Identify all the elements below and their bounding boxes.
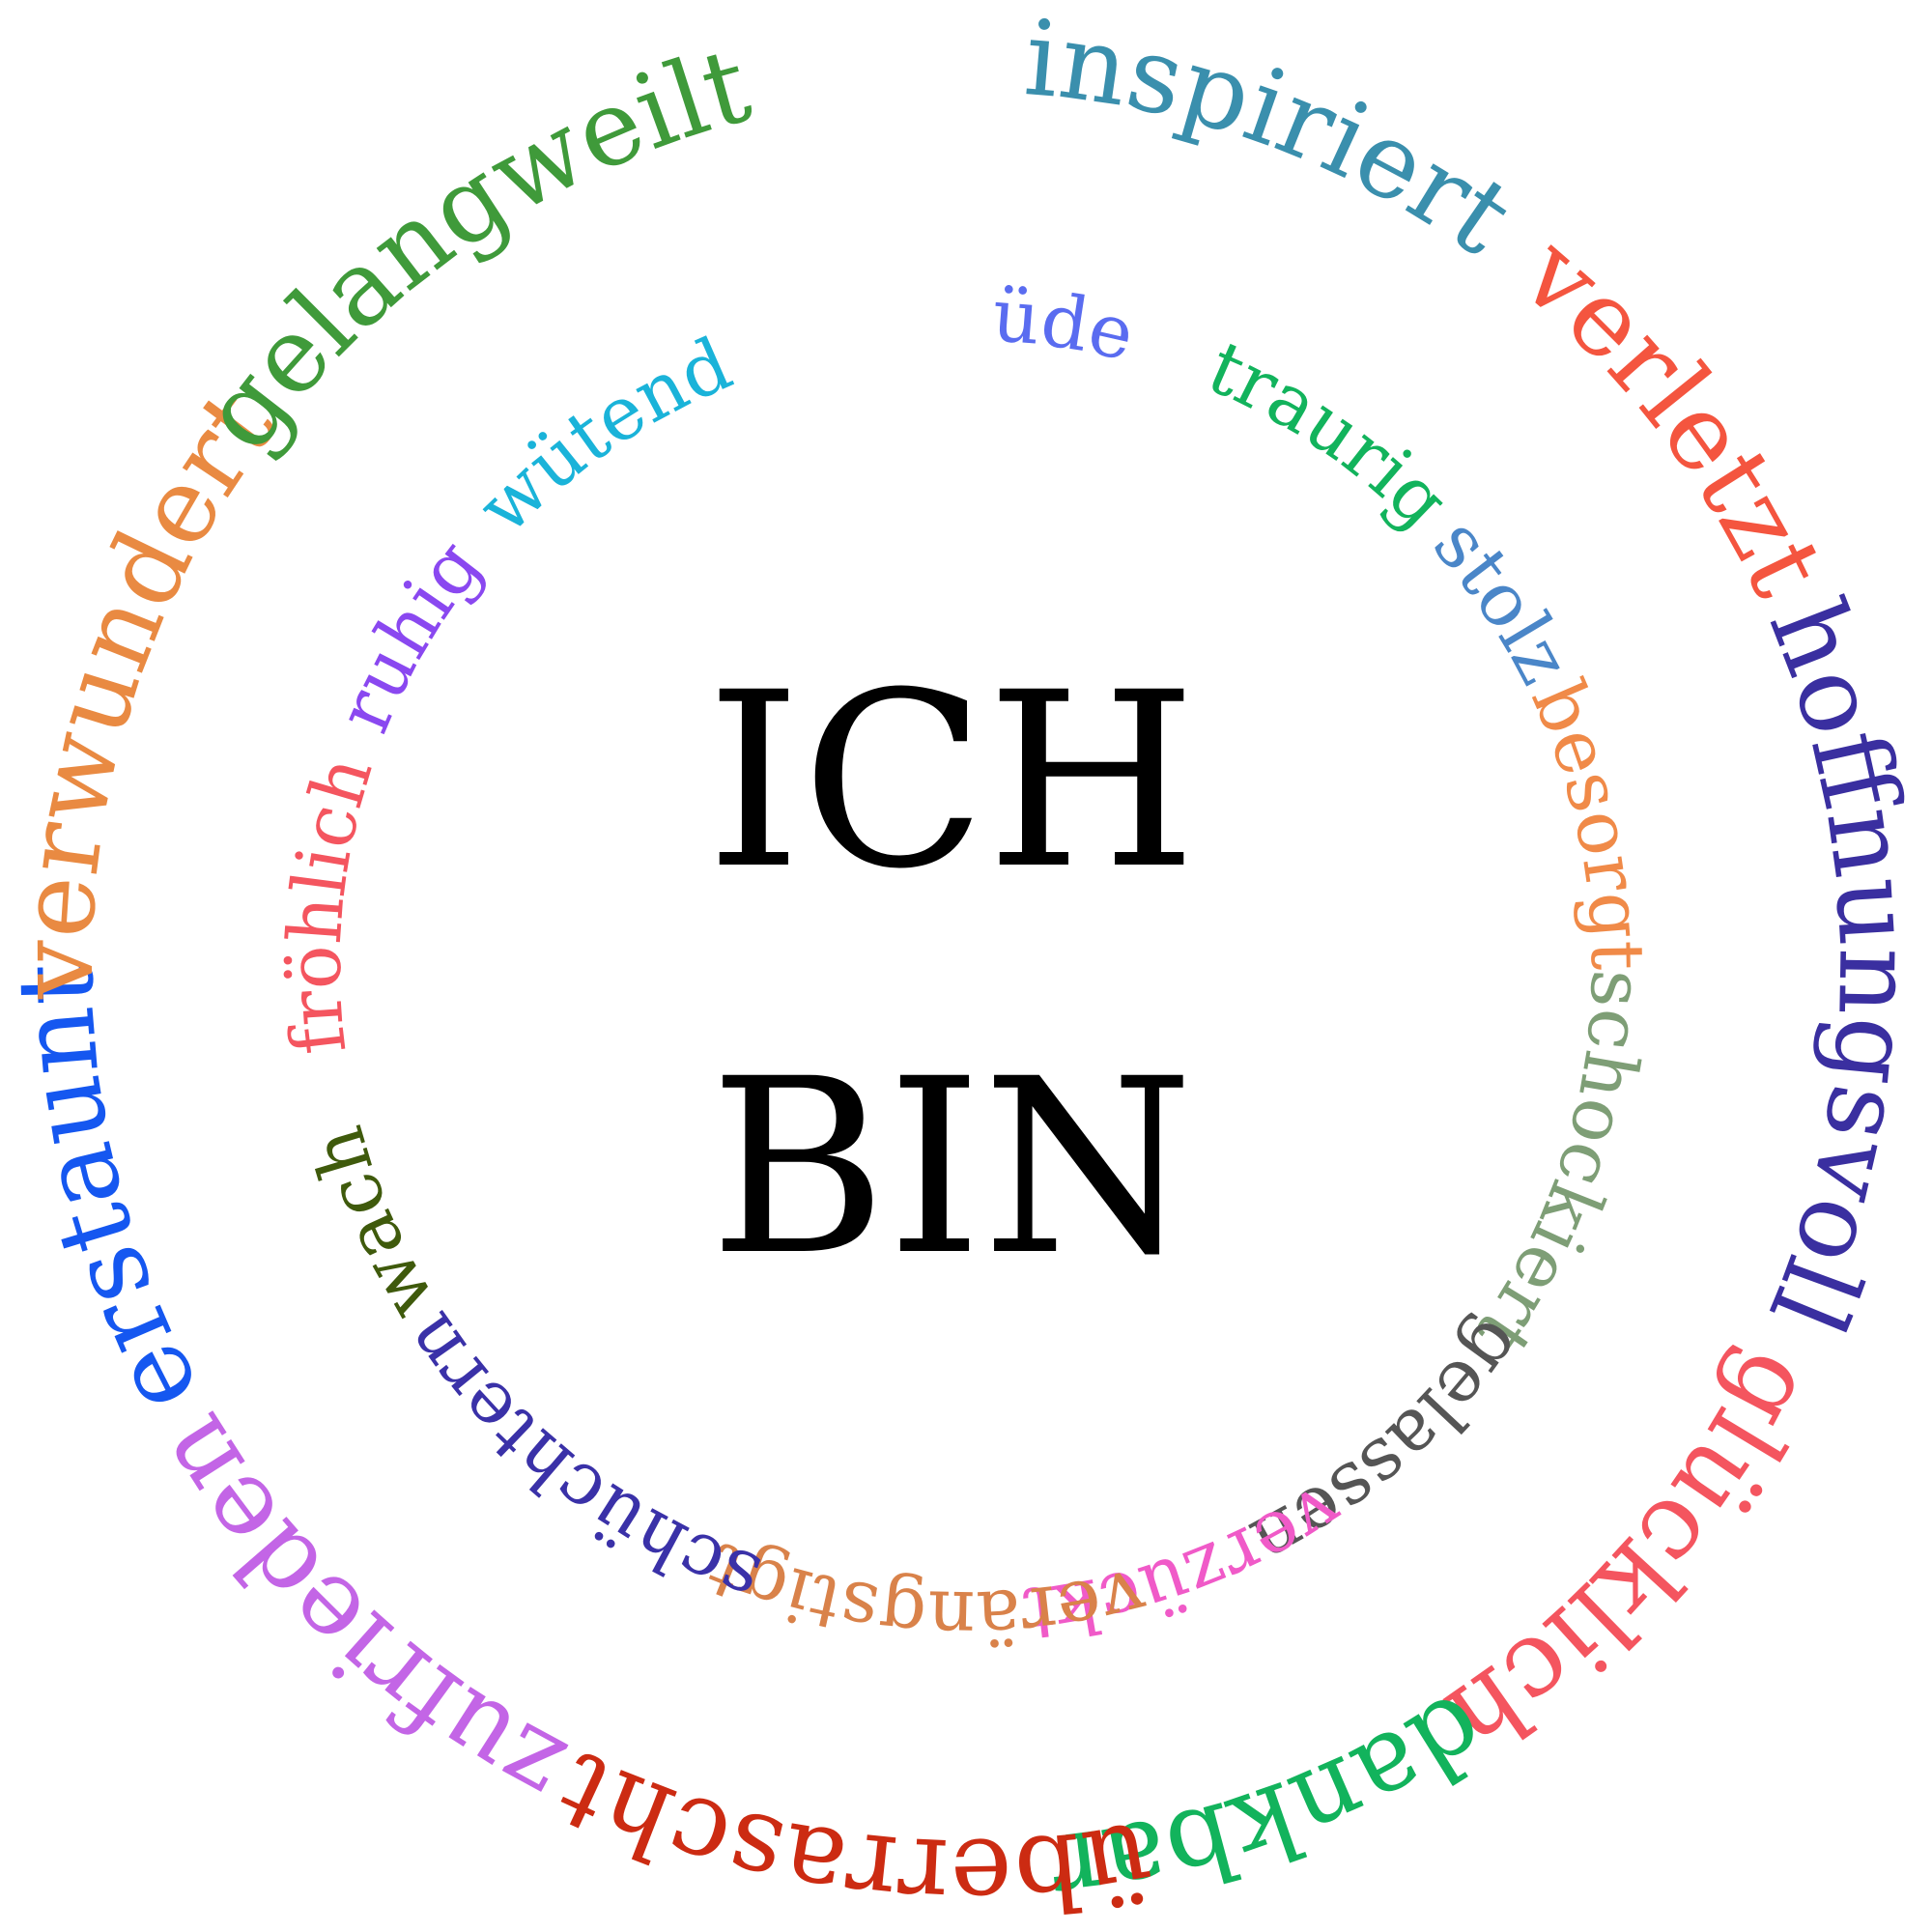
outer-word-verwundert: verwundert [0, 369, 298, 1001]
inner-word-label: schockiert [1460, 968, 1661, 1370]
outer-word-verletzt: verletzt [1498, 213, 1847, 613]
outer-word-label: verwundert [0, 369, 298, 1001]
outer-word-inspiriert: inspiriert [1020, 0, 1533, 278]
center-word-bin: BIN [709, 1027, 1193, 1308]
inner-word-label: fröhlich [271, 747, 389, 1060]
inner-word-traurig: traurig [1196, 324, 1465, 545]
outer-word-label: inspiriert [1020, 0, 1533, 278]
inner-word-label: traurig [1196, 324, 1465, 545]
inner-word-schuechtern: schüchtern [385, 1298, 772, 1624]
center-word-ich: ICH [706, 640, 1197, 922]
inner-word-label: stolz [1417, 501, 1588, 697]
inner-word-label: ruhig [320, 524, 498, 744]
inner-word-label: schüchtern [385, 1298, 772, 1624]
inner-word-label: wütend [461, 321, 744, 551]
inner-word-ruhig: ruhig [320, 524, 498, 744]
inner-word-stolz: stolz [1417, 501, 1588, 697]
outer-word-label: überrascht [540, 1728, 1160, 1932]
inner-word-besorgt: besorgt [1516, 668, 1662, 971]
outer-word-label: verletzt [1498, 213, 1847, 613]
inner-word-label: wach [294, 1118, 451, 1335]
outer-word-label: hoffnungsvoll [1746, 583, 1932, 1350]
outer-word-label: erstaunt [0, 962, 223, 1434]
outer-word-erstaunt: erstaunt [0, 962, 223, 1434]
outer-word-ueberrascht: überrascht [540, 1728, 1160, 1932]
inner-word-wuetend: wütend [461, 321, 744, 551]
inner-word-wach: wach [294, 1118, 451, 1335]
inner-word-schockiert: schockiert [1460, 968, 1661, 1370]
inner-word-label: besorgt [1516, 668, 1662, 971]
outer-word-hoffnungsvoll: hoffnungsvoll [1746, 583, 1932, 1350]
inner-word-froehlich: fröhlich [271, 747, 389, 1060]
